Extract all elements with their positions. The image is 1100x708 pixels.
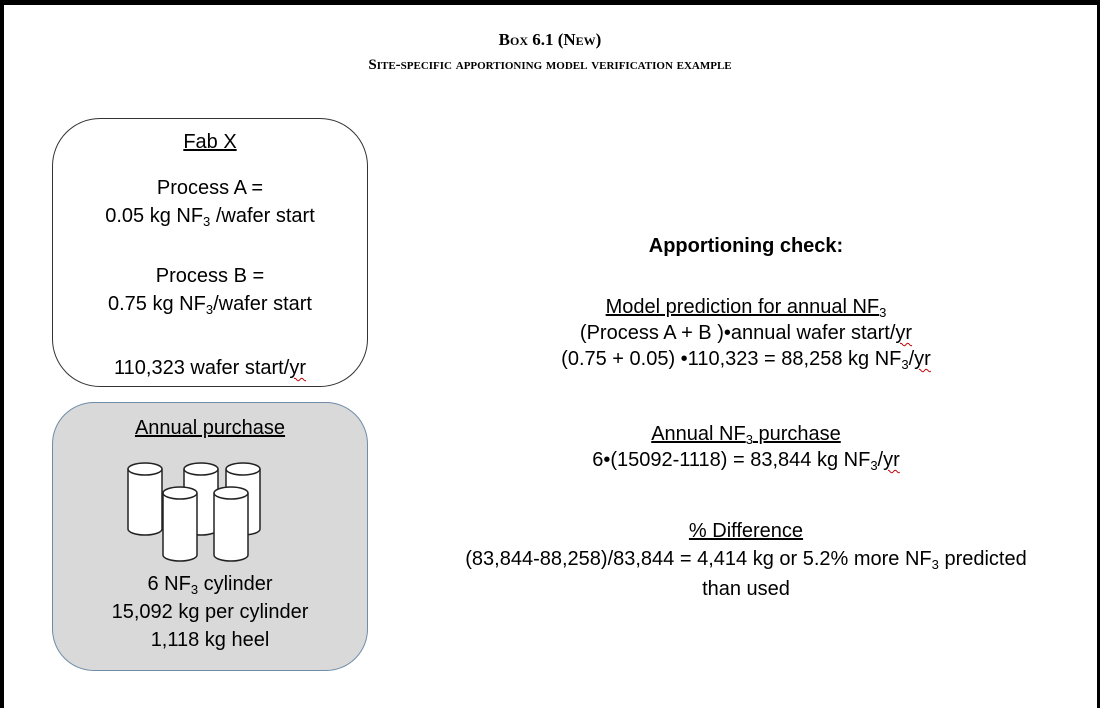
box-frame-left xyxy=(0,0,4,708)
subscript-3: 3 xyxy=(745,432,753,447)
purchase-heading: Annual purchase xyxy=(134,417,286,439)
purchase-heading-post: purchase xyxy=(752,423,841,445)
wafer-starts-unit: yr xyxy=(289,357,306,379)
cylinder-count: 6 NF3 cylinder xyxy=(53,571,367,603)
diff-line1-post: predicted xyxy=(938,548,1027,570)
diff-line1-pre: (83,844-88,258)/83,844 = 4,414 kg or 5.2… xyxy=(465,548,932,570)
model-formula: (Process A + B )•annual wafer start/yr xyxy=(406,320,1086,346)
box-frame-right xyxy=(1097,0,1100,708)
model-formula-unit: yr xyxy=(895,322,913,344)
cylinder-icon xyxy=(213,486,249,562)
process-a-value: 0.05 kg NF3 /wafer start xyxy=(53,203,367,235)
annual-purchase-heading: Annual NF3 purchase xyxy=(406,421,1086,453)
process-b-value: 0.75 kg NF3/wafer start xyxy=(53,291,367,323)
process-b-value-post: /wafer start xyxy=(213,293,312,315)
heel: 1,118 kg heel xyxy=(150,629,270,651)
subscript-3: 3 xyxy=(203,214,211,229)
model-calculation: (0.75 + 0.05) •110,323 = 88,258 kg NF3/y… xyxy=(406,346,1086,378)
model-calc-slash: / xyxy=(908,348,915,370)
box-frame-top xyxy=(0,0,1100,5)
fab-heading: Fab X xyxy=(183,131,237,153)
subscript-3: 3 xyxy=(190,582,199,597)
model-formula-pre: (Process A + B )•annual wafer start/ xyxy=(579,322,896,344)
fab-x-panel: Fab X Process A = 0.05 kg NF3 /wafer sta… xyxy=(52,118,368,387)
cylinder-count-pre: 6 NF xyxy=(147,573,191,595)
purchase-heading-pre: Annual NF xyxy=(651,423,746,445)
wafer-starts-pre: 110,323 wafer start/ xyxy=(114,357,290,379)
subscript-3: 3 xyxy=(901,357,909,372)
apportioning-check-heading: Apportioning check: xyxy=(648,235,844,257)
cylinder-icon xyxy=(127,462,163,536)
model-heading-pre: Model prediction for annual NF xyxy=(605,296,880,318)
cylinder-icon xyxy=(162,486,198,562)
cylinders-icon xyxy=(127,462,261,562)
process-a-label: Process A = xyxy=(156,177,264,199)
annual-purchase-heading-text: Annual NF3 purchase xyxy=(651,423,841,447)
box-title: Box 6.1 (New) xyxy=(498,30,602,49)
subscript-3: 3 xyxy=(931,557,939,572)
subscript-3: 3 xyxy=(205,302,214,317)
model-prediction-heading: Model prediction for annual NF3 xyxy=(406,294,1086,326)
model-prediction-heading-text: Model prediction for annual NF3 xyxy=(605,296,887,320)
process-b-value-pre: 0.75 kg NF xyxy=(108,293,206,315)
annual-purchase-panel: Annual purchase 6 xyxy=(52,402,368,671)
purchase-calc-slash: / xyxy=(877,449,884,471)
purchase-calc-pre: 6•(15092-1118) = 83,844 kg NF xyxy=(592,449,871,471)
process-b-label: Process B = xyxy=(155,265,265,287)
process-a-value-post: /wafer start xyxy=(210,205,315,227)
subscript-3: 3 xyxy=(879,305,887,320)
model-calc-pre: (0.75 + 0.05) •110,323 = 88,258 kg NF xyxy=(561,348,902,370)
purchase-calc-unit: yr xyxy=(883,449,900,471)
per-cylinder: 15,092 kg per cylinder xyxy=(111,601,309,623)
box-subtitle: Site-specific apportioning model verific… xyxy=(368,57,732,73)
difference-line-1: (83,844-88,258)/83,844 = 4,414 kg or 5.2… xyxy=(406,546,1086,578)
wafer-starts: 110,323 wafer start/yr xyxy=(53,355,367,381)
purchase-calculation: 6•(15092-1118) = 83,844 kg NF3/yr xyxy=(406,447,1086,479)
model-calc-unit: yr xyxy=(914,348,931,370)
difference-line-2: than used xyxy=(702,578,790,600)
subscript-3: 3 xyxy=(870,458,878,473)
process-a-value-pre: 0.05 kg NF xyxy=(105,205,204,227)
cylinder-count-post: cylinder xyxy=(198,573,273,595)
percent-difference-heading: % Difference xyxy=(688,520,804,542)
